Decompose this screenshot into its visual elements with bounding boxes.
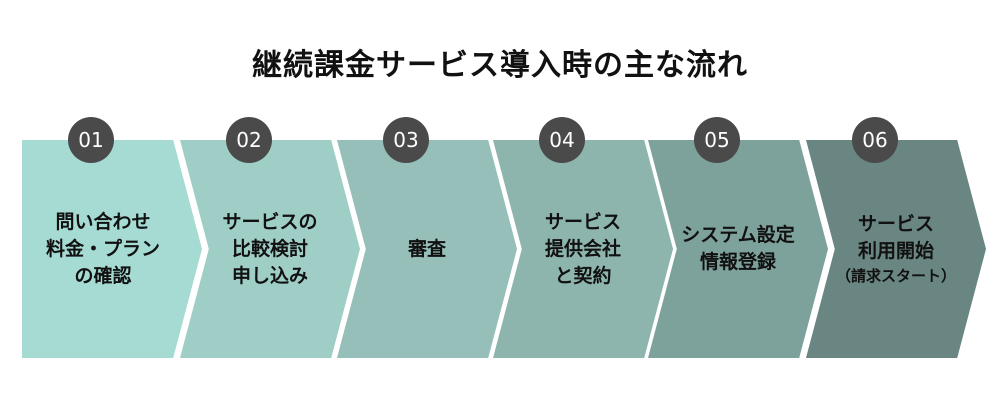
- step-6-label: サービス利用開始 （請求スタート）: [834, 140, 958, 358]
- step-1-number-badge: 01: [68, 117, 114, 163]
- step-3-label: 審査: [365, 140, 489, 358]
- step-1-line: 料金・プラン: [45, 237, 160, 260]
- step-5-number-badge: 05: [694, 117, 740, 163]
- step-4-line: サービス: [544, 210, 621, 233]
- step-5-line: システム設定: [681, 224, 795, 246]
- step-4-chevron: [493, 140, 673, 358]
- step-3-chevron: [337, 140, 517, 358]
- step-6-line: サービス: [857, 213, 934, 235]
- step-5-chevron: [648, 140, 828, 358]
- step-2-line: 比較検討: [231, 237, 308, 260]
- step-4-line: 提供会社: [544, 237, 621, 260]
- step-6-number-badge: 06: [852, 117, 898, 163]
- step-2-label: サービスの比較検討申し込み: [208, 140, 332, 358]
- step-6-chevron: [806, 140, 986, 358]
- step-2-chevron: [180, 140, 360, 358]
- step-1-chevron: [22, 140, 202, 358]
- step-3-number-badge: 03: [383, 117, 429, 163]
- step-2-line: サービスの: [222, 210, 318, 233]
- step-4-number-badge: 04: [539, 117, 585, 163]
- step-6-subline: （請求スタート）: [835, 267, 956, 285]
- step-5-label: システム設定情報登録: [676, 140, 800, 358]
- step-4-label: サービス提供会社と契約: [521, 140, 645, 358]
- step-1-label: 問い合わせ料金・プランの確認: [32, 140, 174, 358]
- step-1-line: の確認: [74, 264, 132, 287]
- step-3-line: 審査: [407, 237, 446, 260]
- step-2-number-badge: 02: [226, 117, 272, 163]
- step-2-line: 申し込み: [231, 264, 308, 287]
- step-5-line: 情報登録: [699, 251, 776, 273]
- step-4-line: と契約: [554, 264, 612, 287]
- step-1-line: 問い合わせ: [55, 210, 151, 233]
- step-6-line: 利用開始: [857, 240, 934, 262]
- diagram-title: 継続課金サービス導入時の主な流れ: [252, 48, 748, 83]
